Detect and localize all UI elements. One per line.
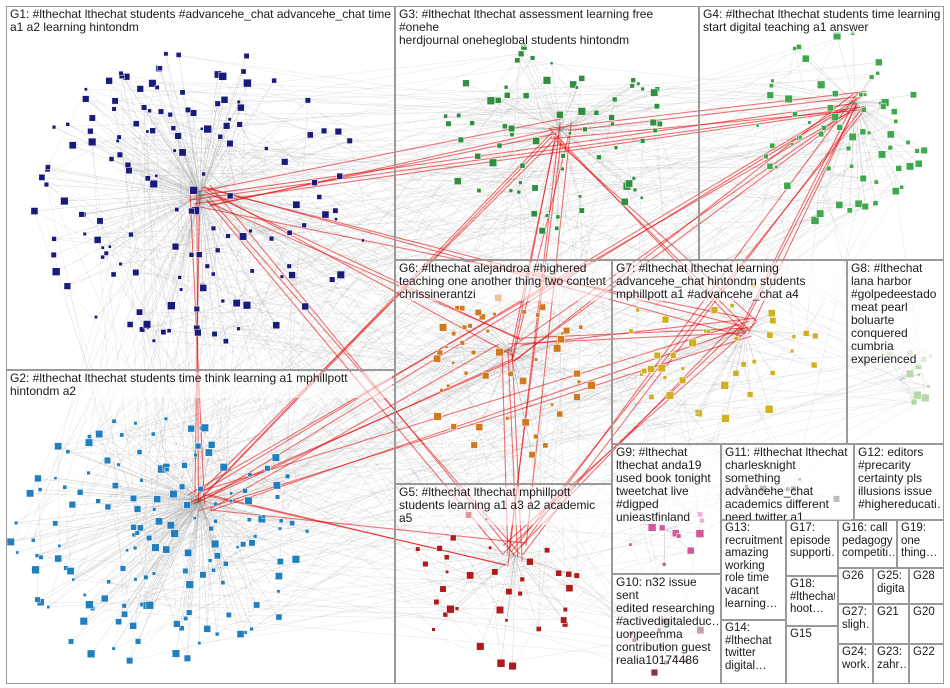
group-label-g20: G20 <box>913 606 941 619</box>
group-box-g3: G3: #lthechat lthechat assessment learni… <box>395 6 699 260</box>
group-label-g7: G7: #lthechat lthechat learning advanceh… <box>616 262 844 301</box>
group-box-g28: G28 <box>909 568 944 604</box>
group-label-g28: G28 <box>913 570 941 583</box>
group-label-g19: G19: one thing… <box>901 522 941 560</box>
group-box-g26: G26 <box>838 568 873 604</box>
group-label-g2: G2: #lthechat lthechat students time thi… <box>10 372 392 398</box>
group-box-g24: G24: work… <box>838 644 873 684</box>
group-label-g4: G4: #lthechat lthechat students time lea… <box>703 8 941 34</box>
group-box-g2: G2: #lthechat lthechat students time thi… <box>6 370 395 684</box>
group-label-g9: G9: #lthechat lthechat anda19 used book … <box>616 446 718 524</box>
group-box-g7: G7: #lthechat lthechat learning advanceh… <box>612 260 847 444</box>
group-box-g21: G21 <box>873 604 909 644</box>
group-box-g9: G9: #lthechat lthechat anda19 used book … <box>612 444 721 574</box>
group-box-g19: G19: one thing… <box>897 520 944 568</box>
group-label-g13: G13: recruitment amazing working role ti… <box>725 522 783 610</box>
group-label-g26: G26 <box>842 570 870 583</box>
group-label-g6: G6: #lthechat alejandroa #highered teach… <box>399 262 609 301</box>
group-label-g16: G16: call pedagogy competiti… <box>842 522 894 560</box>
group-label-g14: G14: #lthechat twitter digital… <box>725 622 783 672</box>
group-label-g3: G3: #lthechat lthechat assessment learni… <box>399 8 696 47</box>
group-label-g1: G1: #lthechat lthechat students #advance… <box>10 8 392 34</box>
group-box-g1: G1: #lthechat lthechat students #advance… <box>6 6 395 370</box>
group-label-g5: G5: #lthechat lthechat mphillpott studen… <box>399 486 609 525</box>
group-label-g23: G23: zahr… <box>877 646 906 671</box>
group-label-g10: G10: n32 issue sent edited researching #… <box>616 576 718 667</box>
group-label-g25: G25: digita… <box>877 570 906 595</box>
group-box-g17: G17: episode supporti… <box>786 520 838 576</box>
group-box-g20: G20 <box>909 604 944 644</box>
group-box-g13: G13: recruitment amazing working role ti… <box>721 520 786 620</box>
group-label-g21: G21 <box>877 606 906 619</box>
group-label-g22: G22 <box>913 646 941 659</box>
group-box-g8: G8: #lthechat lana harbor #golpedeestado… <box>847 260 944 444</box>
group-box-g11: G11: #lthechat lthechat charlesknight so… <box>721 444 854 520</box>
group-box-g4: G4: #lthechat lthechat students time lea… <box>699 6 944 260</box>
group-box-g16: G16: call pedagogy competiti… <box>838 520 897 568</box>
group-label-g8: G8: #lthechat lana harbor #golpedeestado… <box>851 262 941 366</box>
group-box-g22: G22 <box>909 644 944 684</box>
group-label-g18: G18: #lthechat hoot… <box>790 578 835 616</box>
group-box-g25: G25: digita… <box>873 568 909 604</box>
group-box-g27: G27: sligh… <box>838 604 873 644</box>
group-box-g12: G12: editors #precarity certainty pls il… <box>854 444 944 520</box>
group-box-g6: G6: #lthechat alejandroa #highered teach… <box>395 260 612 484</box>
group-box-g23: G23: zahr… <box>873 644 909 684</box>
group-box-g10: G10: n32 issue sent edited researching #… <box>612 574 721 684</box>
group-box-g5: G5: #lthechat lthechat mphillpott studen… <box>395 484 612 684</box>
group-box-g14: G14: #lthechat twitter digital… <box>721 620 786 684</box>
group-box-g18: G18: #lthechat hoot… <box>786 576 838 626</box>
group-label-g12: G12: editors #precarity certainty pls il… <box>858 446 941 511</box>
group-label-g11: G11: #lthechat lthechat charlesknight so… <box>725 446 851 524</box>
group-box-g15: G15 <box>786 626 838 684</box>
group-label-g17: G17: episode supporti… <box>790 522 835 560</box>
group-label-g15: G15 <box>790 628 835 641</box>
group-label-g27: G27: sligh… <box>842 606 870 631</box>
group-label-g24: G24: work… <box>842 646 870 671</box>
